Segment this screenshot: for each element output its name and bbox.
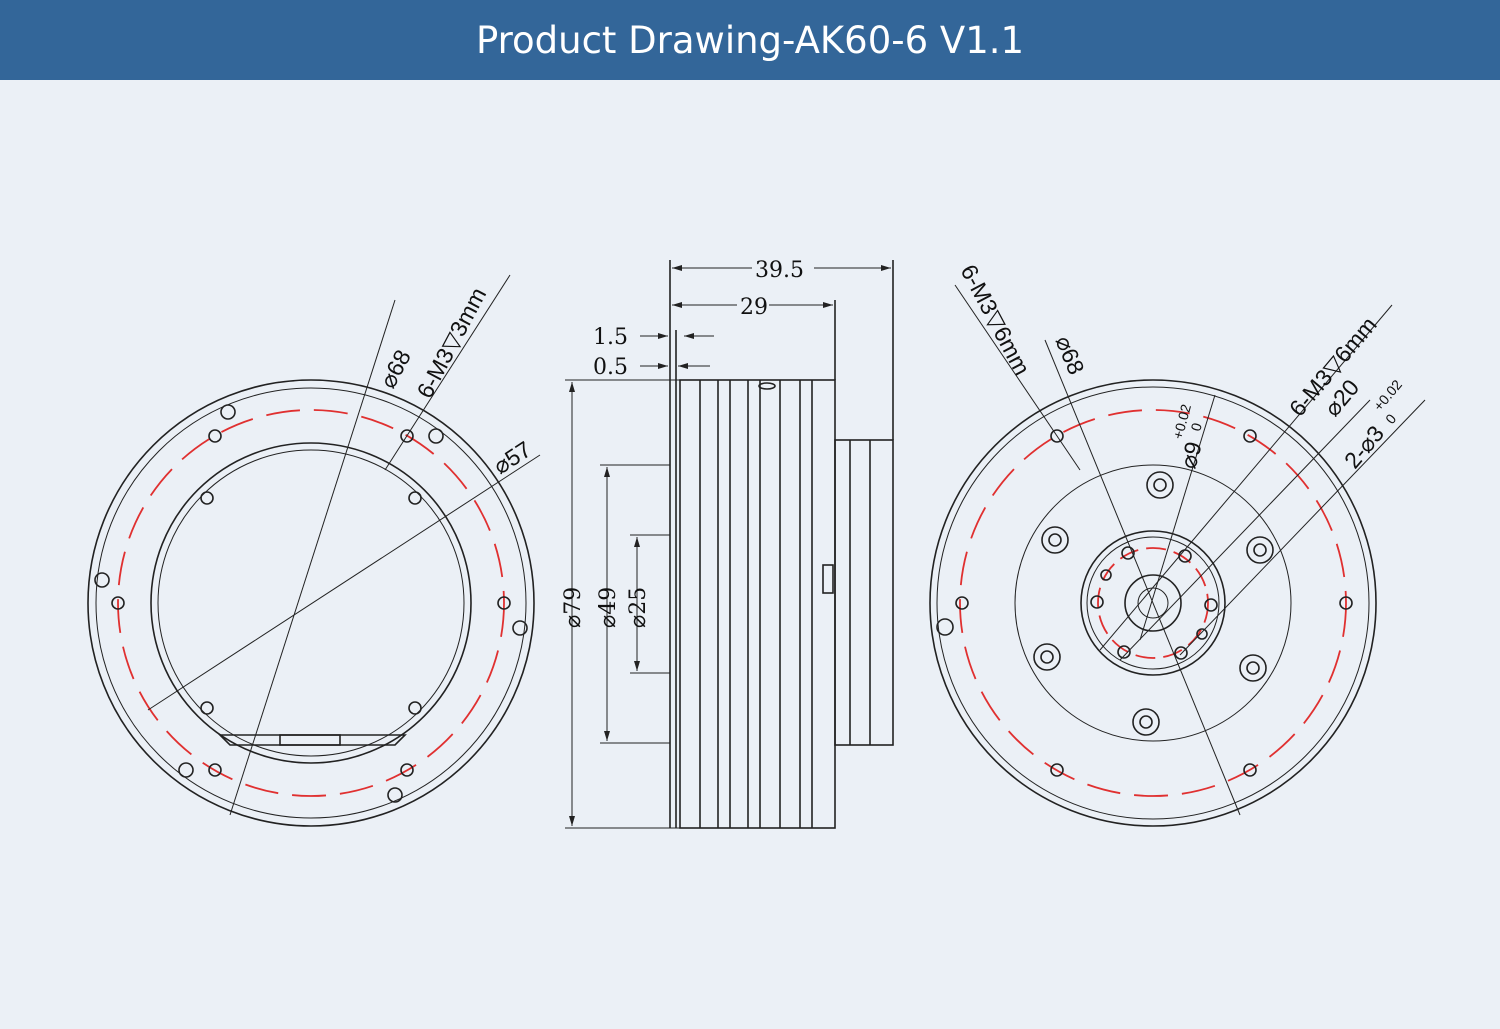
side-view: 39.5 29 1.5 0.5 ⌀79 ⌀49 ⌀25 — [561, 256, 894, 829]
length-body-label: 29 — [740, 295, 768, 320]
product-drawing: ⌀68 6-M3▽3mm ⌀57 — [87, 256, 1426, 829]
rear-dia-9-tol-lower: 0 — [1187, 421, 1205, 433]
rear-pins-tol-lower: 0 — [1382, 411, 1399, 427]
dia-25-label: ⌀25 — [626, 587, 651, 628]
dia-79-label: ⌀79 — [561, 587, 586, 628]
rear-dia-9-label: ⌀9 — [1175, 439, 1207, 471]
page-header: Product Drawing-AK60-6 V1.1 — [0, 0, 1500, 80]
rear-pins-tol-upper: +0.02 — [1370, 376, 1405, 414]
rear-dia-outer-label: ⌀68 — [1050, 332, 1089, 378]
length-total-label: 39.5 — [755, 258, 804, 283]
rear-pins-label: 2-⌀3 — [1339, 420, 1389, 473]
front-dia-inner-label: ⌀57 — [489, 436, 536, 479]
dia-49-label: ⌀49 — [596, 587, 621, 628]
length-1-5-label: 1.5 — [593, 325, 628, 350]
page-title: Product Drawing-AK60-6 V1.1 — [475, 18, 1025, 62]
rear-holes-outer-label: 6-M3▽6mm — [956, 260, 1036, 379]
length-0-5-label: 0.5 — [593, 355, 628, 380]
rear-view: 6-M3▽6mm ⌀68 ⌀9 +0.02 0 6-M3▽6mm ⌀20 2-⌀… — [929, 260, 1426, 827]
front-dia-outer-label: ⌀68 — [374, 345, 415, 392]
front-holes-label: 6-M3▽3mm — [411, 283, 491, 402]
front-view: ⌀68 6-M3▽3mm ⌀57 — [87, 274, 541, 827]
